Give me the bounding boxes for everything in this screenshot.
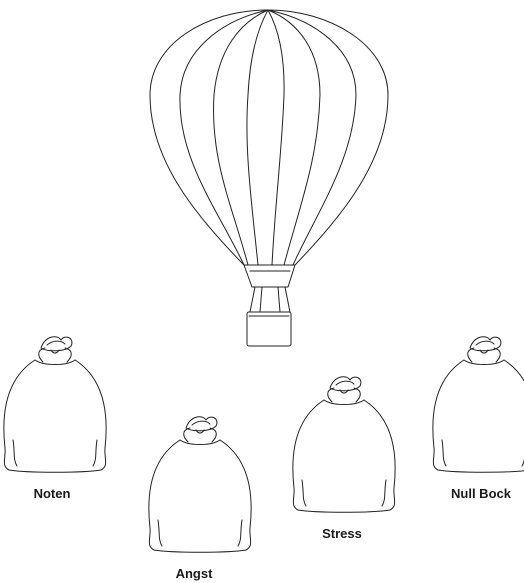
balloon-envelope [150, 10, 388, 265]
sack-label-stress: Stress [322, 526, 362, 541]
sack-label-noten: Noten [34, 486, 71, 501]
balloon-skirt [244, 265, 295, 287]
balloon-gore [247, 10, 268, 265]
sack-icon [149, 417, 251, 553]
sack-label-null-bock: Null Bock [451, 486, 511, 501]
sack-icon [4, 337, 106, 473]
balloon-rope [278, 287, 280, 312]
sack-icon [293, 377, 395, 513]
balloon-rope [260, 287, 262, 312]
balloon-gore [268, 10, 284, 265]
balloon-rope [250, 287, 255, 312]
balloon-rope [285, 287, 290, 312]
balloon-basket [247, 312, 291, 346]
sack-icon [433, 337, 524, 473]
hot-air-balloon-icon [150, 10, 388, 346]
balloon-gore [180, 10, 268, 265]
balloon-gore [214, 10, 268, 265]
sack-label-angst: Angst [176, 566, 213, 581]
